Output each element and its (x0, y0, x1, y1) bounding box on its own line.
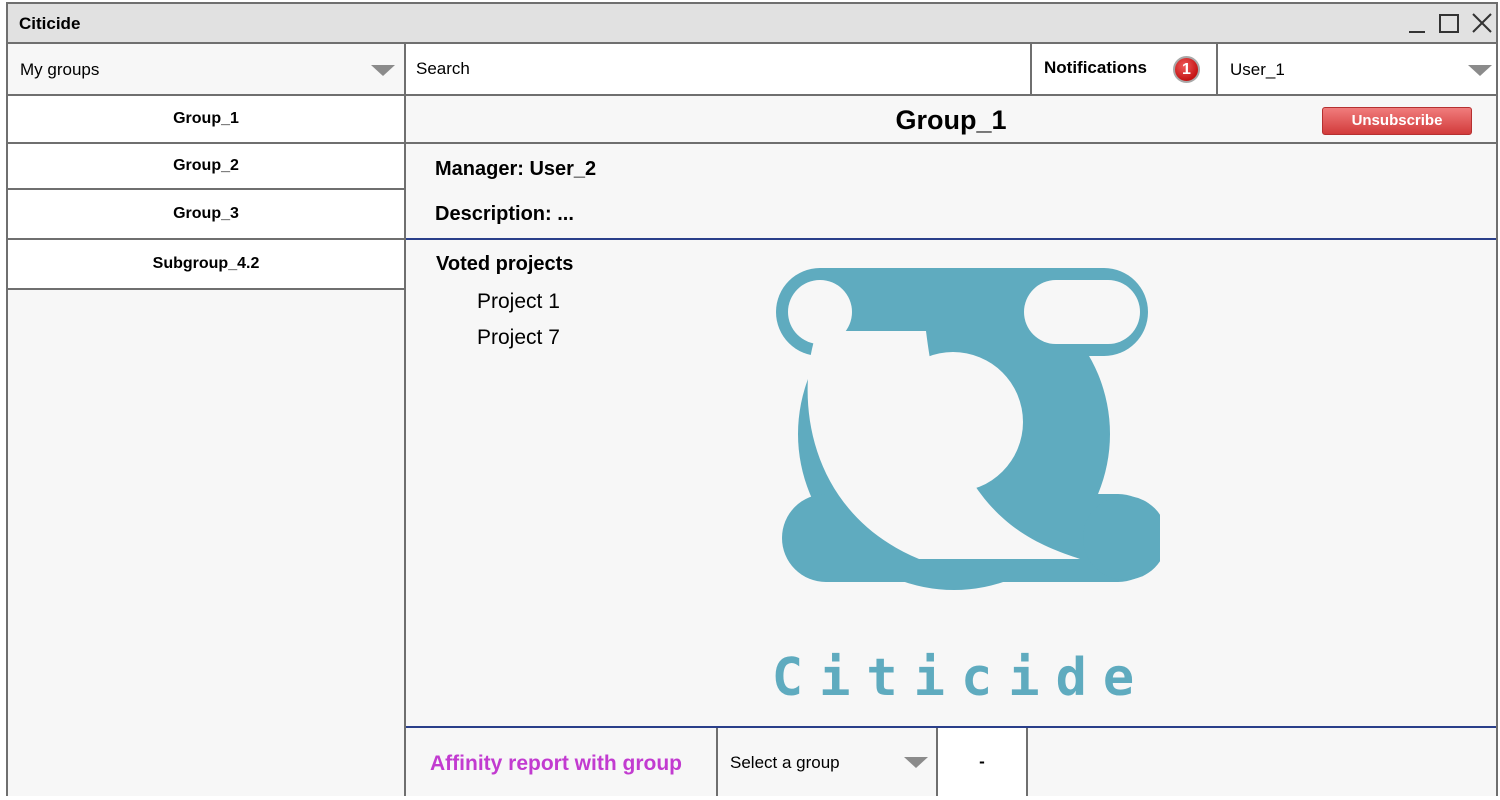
sidebar-item-group-3[interactable]: Group_3 (8, 190, 404, 240)
logo-wordmark: Citicide (771, 648, 1151, 708)
page-title: Group_1 (895, 105, 1007, 135)
notification-count-badge: 1 (1173, 56, 1200, 83)
affinity-bar: Affinity report with group Select a grou… (406, 728, 1496, 796)
affinity-report-label: Affinity report with group (430, 752, 682, 775)
sidebar-item-label: Group_3 (173, 205, 239, 222)
my-groups-label: My groups (20, 60, 100, 79)
description-info: Description: ... (435, 203, 574, 225)
manager-info: Manager: User_2 (435, 158, 597, 180)
group-detail-panel: Group_1 Unsubscribe Manager: User_2 Desc… (406, 96, 1496, 796)
sidebar-item-group-1[interactable]: Group_1 (8, 96, 404, 144)
select-group-dropdown[interactable]: Select a group (716, 728, 938, 796)
user-label: User_1 (1230, 60, 1285, 79)
my-groups-dropdown[interactable]: My groups (8, 44, 406, 94)
affinity-result: - (938, 728, 1028, 796)
citicide-logo (776, 268, 1160, 590)
sidebar-item-label: Group_2 (173, 157, 239, 174)
notifications-button[interactable]: Notifications 1 (1030, 44, 1218, 94)
voted-projects-title: Voted projects (436, 253, 574, 275)
sidebar-item-label: Group_1 (173, 110, 239, 127)
user-dropdown[interactable]: User_1 (1218, 44, 1496, 94)
project-link[interactable]: Project 1 (477, 290, 560, 313)
sidebar-item-label: Subgroup_4.2 (152, 255, 260, 272)
search-input[interactable] (406, 44, 1030, 94)
select-group-label: Select a group (730, 753, 840, 772)
chevron-down-icon (1468, 65, 1492, 76)
sidebar-item-subgroup-4-2[interactable]: Subgroup_4.2 (8, 240, 404, 290)
close-icon[interactable] (1469, 10, 1495, 36)
unsubscribe-button[interactable]: Unsubscribe (1322, 107, 1472, 135)
notifications-label: Notifications (1044, 58, 1147, 77)
section-divider (406, 238, 1496, 240)
chevron-down-icon (904, 757, 928, 768)
project-link[interactable]: Project 7 (477, 326, 560, 349)
search-box[interactable] (406, 44, 1030, 94)
group-header: Group_1 Unsubscribe (406, 96, 1496, 144)
title-bar: Citicide (8, 4, 1496, 44)
maximize-icon[interactable] (1436, 10, 1462, 36)
bottom-divider (406, 726, 1496, 728)
minimize-icon[interactable] (1404, 10, 1430, 36)
app-title: Citicide (19, 14, 81, 33)
groups-sidebar: Group_1 Group_2 Group_3 Subgroup_4.2 (8, 96, 406, 796)
sidebar-item-group-2[interactable]: Group_2 (8, 144, 404, 190)
chevron-down-icon (371, 65, 395, 76)
app-window: Citicide My groups Notifications 1 User_… (6, 2, 1498, 796)
top-bar: My groups Notifications 1 User_1 (8, 44, 1496, 96)
